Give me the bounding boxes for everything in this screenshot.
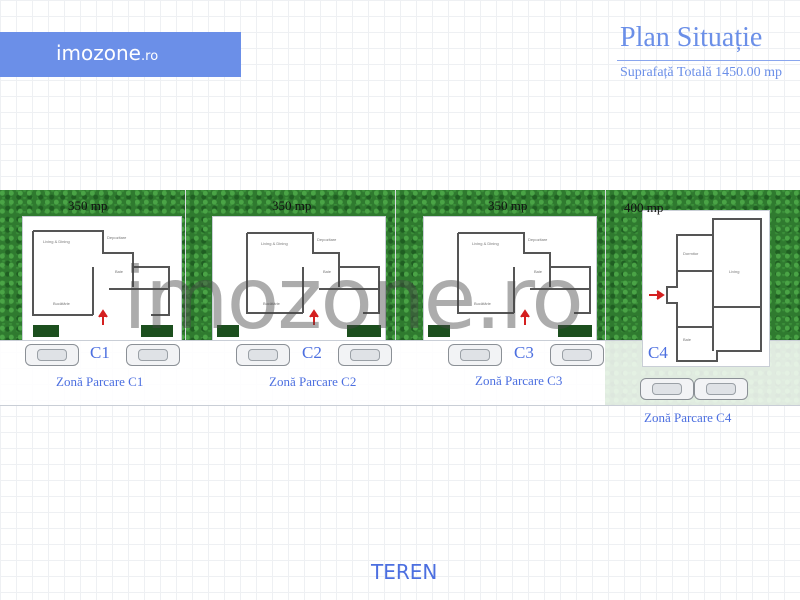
floor-plan-drawing: Living & Dining Depozitare Baie Bucătări… xyxy=(217,232,381,337)
room-label: Bucătărie xyxy=(263,301,281,306)
lot-area-c2: 350 mp xyxy=(272,198,312,213)
parking-car-icon xyxy=(236,344,290,366)
room-label: Depozitare xyxy=(317,237,337,242)
lot-divider xyxy=(605,190,606,340)
room-label: Living & Dining xyxy=(472,241,499,246)
parking-car-icon xyxy=(550,344,604,366)
parking-car-icon xyxy=(126,344,180,366)
room-label: Depozitare xyxy=(107,235,127,240)
parking-car-icon xyxy=(640,378,694,400)
room-label: Bucătărie xyxy=(53,301,71,306)
house-footprint-c4: Living Dormitor Baie xyxy=(642,210,770,367)
room-label: Depozitare xyxy=(528,237,548,242)
parking-car-icon xyxy=(338,344,392,366)
parking-car-icon xyxy=(25,344,79,366)
parking-zone-c1: Zonă Parcare C1 xyxy=(56,374,144,389)
unit-label-c3: C3 xyxy=(514,343,534,362)
parking-zone-c2: Zonă Parcare C2 xyxy=(269,374,357,389)
room-label: Living & Dining xyxy=(261,241,288,246)
total-area-label: Suprafață Totală 1450.00 mp xyxy=(620,65,783,80)
parking-car-icon xyxy=(448,344,502,366)
unit-label-c2: C2 xyxy=(302,343,322,362)
lot-area-c4: 400 mp xyxy=(624,200,664,215)
lot-area-c1: 350 mp xyxy=(68,198,108,213)
parking-car-icon xyxy=(694,378,748,400)
room-label: Baie xyxy=(683,337,692,342)
lot-divider xyxy=(185,190,186,340)
parking-zone-c3: Zonă Parcare C3 xyxy=(475,373,563,388)
unit-label-c1: C1 xyxy=(90,343,110,362)
brand-logo: imozone.ro xyxy=(56,41,159,65)
title-divider xyxy=(617,60,800,61)
room-label: Living & Dining xyxy=(43,239,70,244)
room-label: Living xyxy=(729,269,739,274)
lot-area-c3: 350 mp xyxy=(488,198,528,213)
room-label: Baie xyxy=(323,269,332,274)
floor-plan-drawing: Living & Dining Depozitare Baie Bucătări… xyxy=(428,232,592,337)
watermark: imozone.ro xyxy=(123,249,584,349)
room-label: Baie xyxy=(534,269,543,274)
house-footprint-c1: Living & Dining Depozitare Baie Bucătări… xyxy=(22,216,182,341)
land-label: TEREN xyxy=(371,560,438,584)
room-label: Dormitor xyxy=(683,251,699,256)
unit-label-c4: C4 xyxy=(648,343,668,362)
room-label: Baie xyxy=(115,269,124,274)
plan-title: Plan Situație xyxy=(620,22,763,53)
room-label: Bucătărie xyxy=(474,301,492,306)
parking-zone-c4: Zonă Parcare C4 xyxy=(644,410,732,425)
lot-divider xyxy=(395,190,396,340)
brand-banner[interactable]: imozone.ro xyxy=(0,32,241,77)
house-footprint-c2: Living & Dining Depozitare Baie Bucătări… xyxy=(212,216,386,341)
house-footprint-c3: Living & Dining Depozitare Baie Bucătări… xyxy=(423,216,597,341)
floor-plan-drawing: Living Dormitor Baie xyxy=(649,218,762,362)
floor-plan-drawing: Living & Dining Depozitare Baie Bucătări… xyxy=(32,230,173,337)
